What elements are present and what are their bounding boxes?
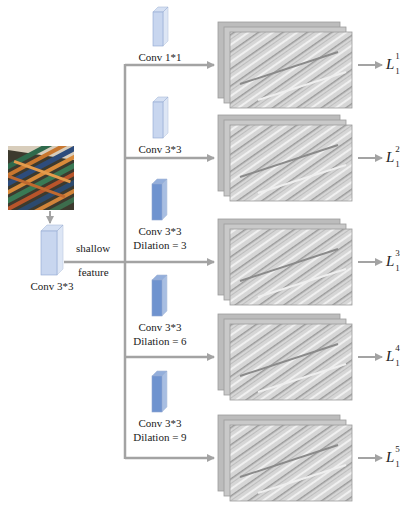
feature-map-detail (258, 364, 346, 392)
conv-block-side (163, 7, 168, 46)
conv-block-front (152, 376, 162, 412)
feature-label: shallow (76, 242, 110, 255)
output-arrow (358, 64, 382, 66)
feature-map-detail (258, 72, 346, 100)
feature-map (230, 32, 352, 108)
loss-subscript: 1 (395, 263, 400, 273)
branch-arrow (125, 261, 214, 264)
branch-arrow (125, 64, 214, 67)
conv-layer: Conv 3*3Dilation = 6 (133, 274, 186, 348)
layer-label: Dilation = 6 (133, 334, 186, 348)
input-image (8, 146, 74, 210)
output-arrow (358, 157, 382, 159)
feature-map-detail (258, 465, 346, 493)
layer-label: Conv 3*3 (138, 224, 181, 238)
loss-superscript: 3 (395, 248, 400, 258)
conv-layer: Conv 1*1 (138, 6, 181, 64)
loss-symbol: L (386, 252, 394, 270)
conv-layer: Conv 3*3Dilation = 3 (133, 178, 186, 252)
branch-arrow (125, 157, 214, 160)
loss-superscript: 1 (395, 51, 400, 61)
loss-subscript: 1 (395, 66, 400, 76)
loss-symbol: L (386, 448, 394, 466)
conv-block-side (162, 275, 167, 316)
conv-layer: Conv 3*3 (138, 96, 181, 156)
branch-arrow (125, 457, 214, 460)
layer-label: Conv 3*3 (30, 279, 73, 293)
layer-label: Conv 1*1 (138, 50, 181, 64)
conv-layer: Conv 3*3Dilation = 9 (133, 370, 186, 444)
output-arrow (358, 457, 382, 459)
feature-label: feature (78, 266, 109, 279)
conv-block-side (162, 371, 167, 412)
feature-map (230, 425, 352, 501)
input-arrow (49, 211, 51, 223)
loss-superscript: 4 (395, 343, 400, 353)
conv-block-side (162, 179, 167, 220)
feature-map-detail (258, 165, 346, 193)
loss-subscript: 1 (395, 459, 400, 469)
feature-map-detail (258, 269, 346, 297)
loss-symbol: L (386, 148, 394, 166)
feature-map (230, 125, 352, 201)
conv-block-front (41, 231, 57, 275)
output-arrow (358, 261, 382, 263)
loss-superscript: 5 (395, 444, 400, 454)
conv-block (40, 224, 64, 276)
layer-label: Dilation = 3 (133, 238, 186, 252)
trunk-line (64, 261, 125, 264)
conv-block (151, 370, 168, 413)
branches (125, 22, 382, 501)
conv-block (151, 274, 168, 317)
conv-block (152, 6, 169, 47)
loss-superscript: 2 (395, 144, 400, 154)
conv-block-side (163, 97, 168, 138)
layer-label: Conv 3*3 (138, 416, 181, 430)
conv-block (151, 178, 168, 221)
loss-symbol: L (386, 347, 394, 365)
conv-block-front (153, 102, 163, 138)
feature-map (230, 324, 352, 400)
output-arrow (358, 356, 382, 358)
conv-block-front (153, 12, 163, 46)
conv-block-front (152, 184, 162, 220)
conv-block-side (57, 225, 63, 275)
loss-subscript: 1 (395, 358, 400, 368)
branch-arrow (125, 356, 214, 359)
layer-label: Conv 3*3 (138, 320, 181, 334)
layer-label: Conv 3*3 (138, 142, 181, 156)
loss-symbol: L (386, 55, 394, 73)
loss-subscript: 1 (395, 159, 400, 169)
conv-layer: Conv 3*3 (30, 224, 73, 293)
conv-block-front (152, 280, 162, 316)
conv-block (152, 96, 169, 139)
feature-map (230, 229, 352, 305)
layer-label: Dilation = 9 (133, 430, 186, 444)
